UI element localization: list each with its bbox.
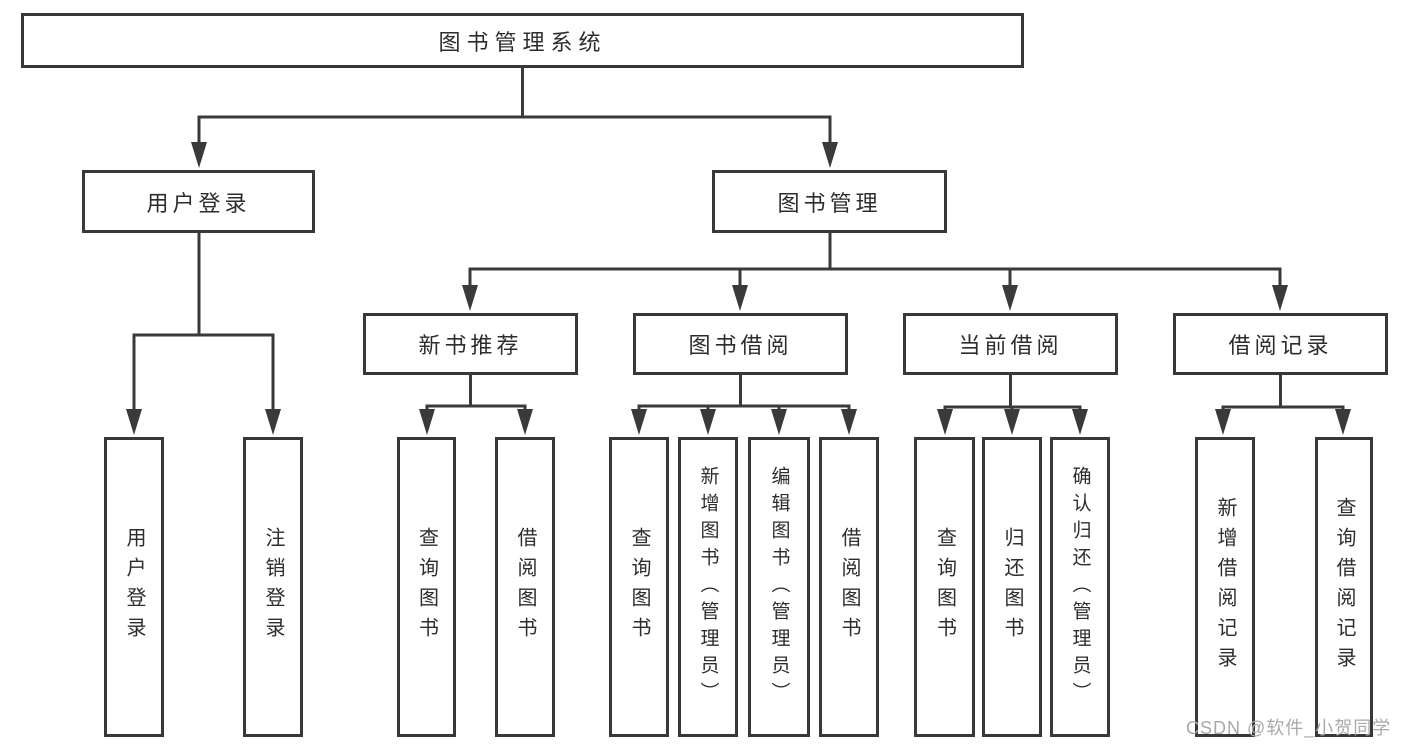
node-current-borrowing: 当前借阅	[903, 313, 1118, 375]
leaf-user-login: 用户登录	[104, 437, 164, 737]
leaf-label: 查询图书	[933, 527, 956, 647]
arrowhead-icon	[1335, 409, 1351, 435]
arrowhead-icon	[841, 409, 857, 435]
node-borrowing-records: 借阅记录	[1173, 313, 1388, 375]
connector-line	[468, 233, 1282, 289]
leaf-label: 新增图书（管理员）	[697, 465, 719, 709]
leaf-query-books-current: 查询图书	[914, 437, 975, 737]
leaf-query-books-recommend: 查询图书	[397, 437, 456, 737]
arrowhead-icon	[771, 409, 787, 435]
csdn-watermark: CSDN @软件_小贺同学	[1186, 718, 1392, 738]
leaf-return-books: 归还图书	[982, 437, 1042, 737]
arrowheads	[126, 142, 1351, 435]
arrowhead-icon	[126, 409, 142, 435]
leaf-label: 查询图书	[415, 527, 438, 647]
arrowhead-icon	[822, 142, 838, 168]
arrowhead-icon	[1072, 409, 1088, 435]
node-book-management: 图书管理	[712, 170, 947, 233]
leaf-label: 用户登录	[123, 527, 145, 647]
leaf-borrow-books-recommend: 借阅图书	[495, 437, 555, 737]
connector-line	[637, 375, 851, 413]
leaf-label: 确认归还（管理员）	[1069, 465, 1091, 709]
arrowhead-icon	[1004, 409, 1020, 435]
arrowhead-icon	[937, 409, 953, 435]
arrowhead-icon	[732, 285, 748, 311]
connector-line	[1221, 375, 1345, 413]
leaf-label: 借阅图书	[838, 527, 860, 647]
arrowhead-icon	[700, 409, 716, 435]
leaf-confirm-return-admin: 确认归还（管理员）	[1050, 437, 1110, 737]
arrowhead-icon	[265, 409, 281, 435]
arrowhead-icon	[191, 142, 207, 168]
leaf-query-books-borrow: 查询图书	[609, 437, 669, 737]
arrowhead-icon	[631, 409, 647, 435]
leaf-label: 借阅图书	[514, 527, 536, 647]
arrowhead-icon	[462, 285, 478, 311]
arrowhead-icon	[517, 409, 533, 435]
node-user-login: 用户登录	[82, 170, 315, 233]
arrowhead-icon	[1272, 285, 1288, 311]
arrowhead-icon	[419, 409, 435, 435]
node-book-borrowing: 图书借阅	[633, 313, 848, 375]
leaf-add-books-admin: 新增图书（管理员）	[678, 437, 738, 737]
leaf-label: 编辑图书（管理员）	[768, 465, 790, 709]
leaf-label: 查询借阅记录	[1333, 497, 1355, 677]
leaf-borrow-books: 借阅图书	[819, 437, 879, 737]
leaf-label: 归还图书	[1001, 527, 1023, 647]
connector-line	[943, 375, 1082, 413]
arrowhead-icon	[1002, 285, 1018, 311]
leaf-label: 查询图书	[628, 527, 650, 647]
node-library-management-system: 图书管理系统	[21, 13, 1024, 68]
arrowhead-icon	[1215, 409, 1231, 435]
leaf-logout: 注销登录	[243, 437, 303, 737]
connector-line	[425, 375, 527, 413]
connector-line	[132, 233, 275, 413]
leaf-query-borrow-record: 查询借阅记录	[1315, 437, 1373, 737]
leaf-label: 新增借阅记录	[1214, 497, 1236, 677]
node-new-book-recommendation: 新书推荐	[363, 313, 578, 375]
leaf-add-borrow-record: 新增借阅记录	[1195, 437, 1255, 737]
leaf-edit-books-admin: 编辑图书（管理员）	[748, 437, 810, 737]
leaf-label: 注销登录	[262, 527, 284, 647]
connector-line	[197, 68, 832, 146]
